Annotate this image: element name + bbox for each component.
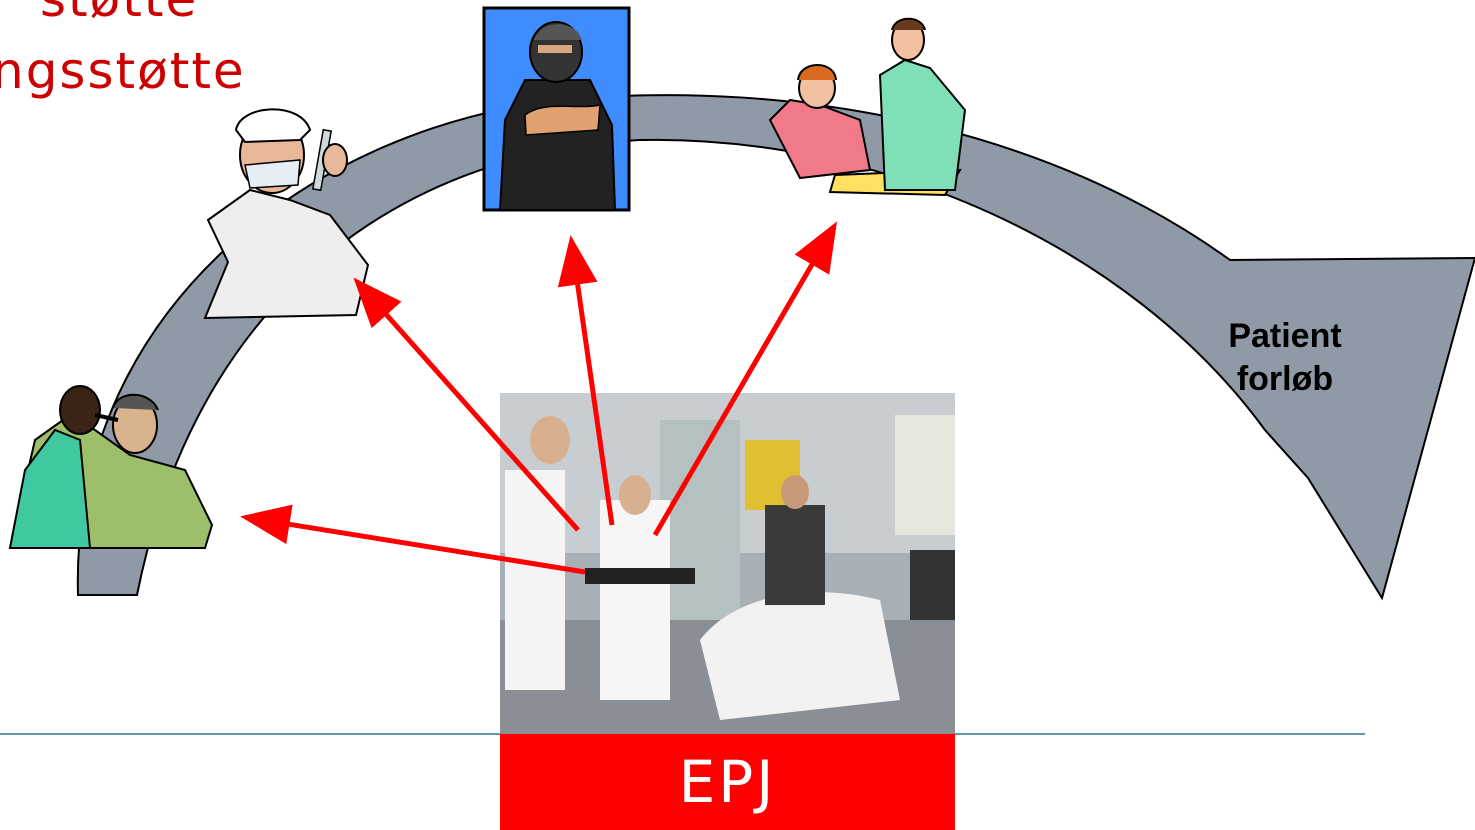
patient-flow-label: Patient forløb xyxy=(1180,315,1390,401)
patient-with-doctor-clipart xyxy=(770,19,965,195)
surgeon-clipart xyxy=(484,8,629,210)
epj-label-bar: EPJ xyxy=(500,734,955,830)
hospital-ward-photo xyxy=(500,393,955,734)
